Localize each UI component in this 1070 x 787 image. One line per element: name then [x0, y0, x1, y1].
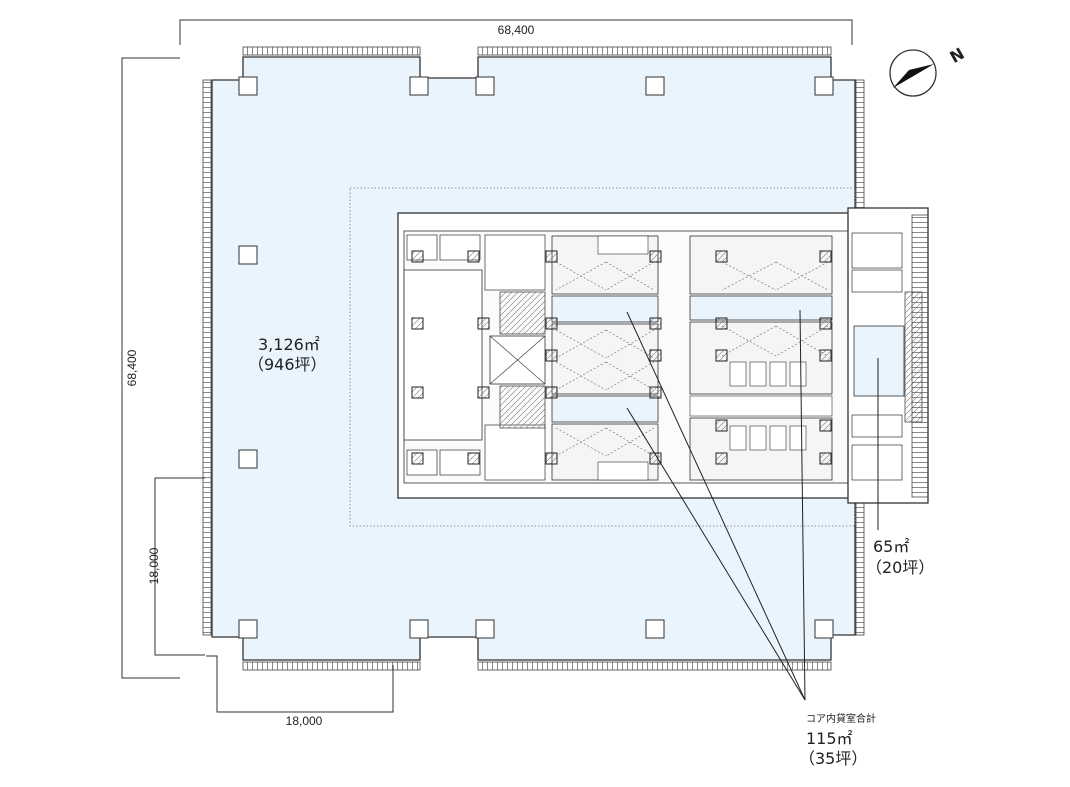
north-compass: N — [889, 44, 968, 97]
elevator-shafts — [555, 261, 829, 457]
core-tenant-room-2 — [551, 395, 659, 423]
left-span-dimension-line — [154, 477, 205, 656]
columns — [238, 76, 834, 639]
office-area-sqm: 3,126㎡ — [258, 335, 320, 354]
stair-upper — [499, 291, 546, 335]
top-dimension-line — [179, 19, 853, 45]
core-columns — [411, 232, 900, 466]
compass-arrow-icon — [893, 64, 934, 88]
side-area-tsubo: （20坪） — [866, 558, 934, 577]
right-annex — [847, 207, 929, 504]
top-dimension-label: 68,400 — [498, 23, 535, 37]
dimension-lines — [121, 19, 853, 713]
core-area-sqm: 115㎡ — [806, 729, 853, 748]
bottom-span-label: 18,000 — [286, 714, 323, 728]
elevator-bank-2 — [551, 323, 659, 395]
leader-lines — [626, 309, 879, 701]
curtain-wall — [202, 46, 865, 671]
stair-lower — [499, 385, 546, 429]
annex-tenant-room — [853, 325, 905, 397]
core-left-lobby — [403, 269, 483, 441]
core-tenant-room-1 — [551, 295, 659, 323]
left-span-label: 18,000 — [147, 547, 161, 584]
left-dimension-label: 68,400 — [125, 349, 139, 386]
elevator-bank-4 — [689, 235, 833, 295]
core-area-label: コア内貸室合計 — [806, 712, 876, 725]
left-dimension-line — [121, 57, 180, 679]
office-area-tsubo: （946坪） — [248, 355, 327, 374]
side-area-sqm: 65㎡ — [873, 537, 909, 556]
core-area-tsubo: （35坪） — [799, 749, 867, 768]
core-tenant-room-3 — [689, 295, 833, 321]
bottom-dimension-line — [206, 655, 394, 713]
building-core — [397, 212, 855, 499]
dotted-zone-boundary — [349, 187, 856, 527]
compass-north-label: N — [947, 44, 968, 67]
